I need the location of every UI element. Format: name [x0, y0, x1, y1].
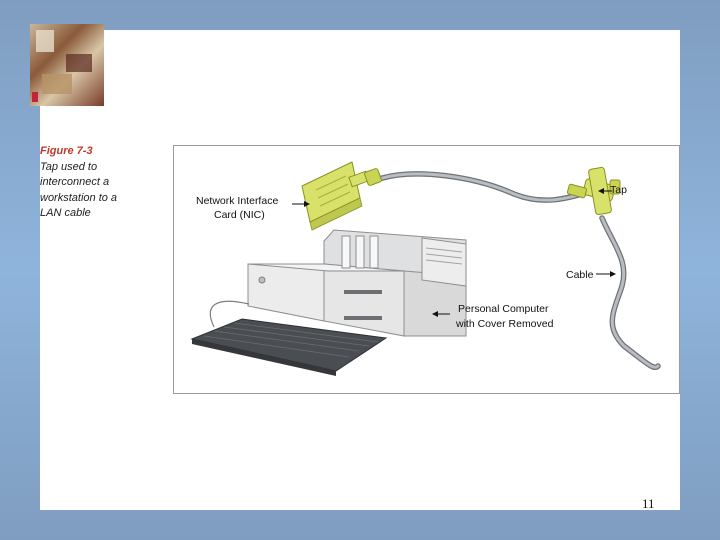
- network-diagram: Network Interface Card (NIC) Tap Cable P…: [190, 161, 661, 376]
- nic-card: [301, 161, 382, 231]
- tap-label: Tap: [610, 184, 627, 196]
- cable-label: Cable: [566, 269, 594, 281]
- page-number: 11: [642, 496, 655, 511]
- drop-cable: [599, 215, 661, 370]
- diagram-frame: Network Interface Card (NIC) Tap Cable P…: [173, 145, 680, 394]
- pc-label-line2: with Cover Removed: [455, 318, 554, 330]
- caption-line: interconnect a: [40, 176, 110, 188]
- nic-label-line1: Network Interface: [196, 195, 278, 207]
- lan-cable: [376, 171, 595, 203]
- pc-label-line1: Personal Computer: [458, 303, 549, 315]
- nic-label-line2: Card (NIC): [214, 209, 265, 221]
- tap-connector: [566, 166, 621, 216]
- caption-line: workstation to a: [40, 191, 118, 204]
- logo-image: [30, 24, 104, 106]
- caption-line: Tap used to: [40, 160, 98, 173]
- keyboard: [190, 300, 388, 376]
- pc-chassis: [247, 229, 467, 337]
- figure-number: Figure 7-3: [40, 145, 93, 157]
- caption-line: LAN cable: [40, 207, 91, 219]
- figure-caption: Figure 7-3 Tap used to interconnect a wo…: [40, 144, 168, 222]
